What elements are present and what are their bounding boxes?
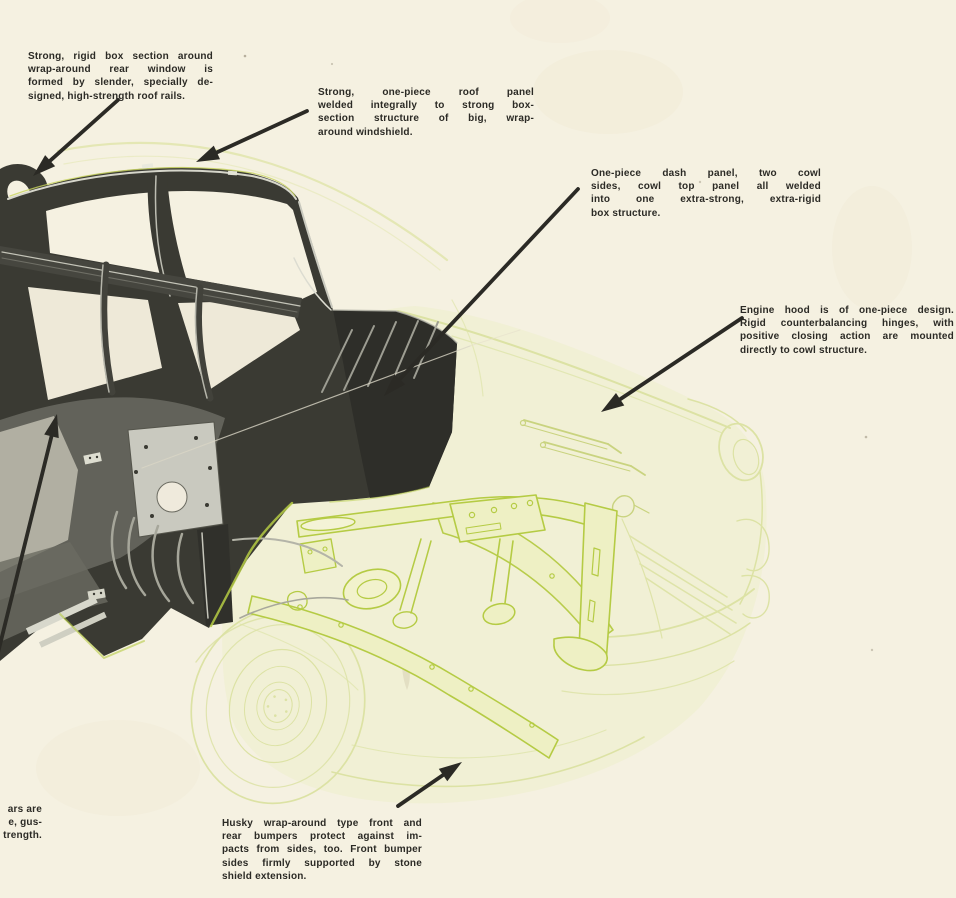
annotation-line: ars are (7, 804, 42, 815)
annotation-line: Engine hood is of one-piece design. (740, 305, 954, 316)
annotation-line: wrap-around rear window is (28, 64, 213, 76)
annotation-line: positive closing action are mounted (740, 331, 954, 343)
annotation-line: around windshield. (318, 126, 413, 138)
annotation-engine-hood: Engine hood is of one-piece design. Rigid… (740, 304, 954, 357)
annotation-line: sides, cowl top panel all welded (591, 181, 821, 193)
annotation-line: trength. (3, 830, 42, 842)
annotation-line: pacts from sides, too. Front bumper (222, 844, 422, 856)
annotation-line: welded integrally to strong box- (318, 100, 534, 112)
annotation-line: One-piece dash panel, two cowl (591, 168, 821, 179)
annotation-line: Strong, rigid box section around (28, 51, 213, 62)
annotation-line: signed, high-strength roof rails. (28, 90, 186, 102)
annotation-line: Rigid counterbalancing hinges, with (740, 318, 954, 330)
annotation-line: e, gus- (8, 817, 42, 829)
annotation-line: into one extra-strong, extra-rigid (591, 194, 821, 206)
annotation-line: formed by slender, specially de- (28, 77, 213, 89)
annotation-dash-panel: One-piece dash panel, two cowl sides, cow… (591, 167, 821, 220)
annotation-bumpers: Husky wrap-around type front and rear bum… (222, 817, 422, 883)
annotation-pillars-cropped: ars are e, gus-trength. (0, 803, 42, 843)
annotation-line: Strong, one-piece roof panel (318, 87, 534, 98)
annotation-line: box structure. (591, 207, 661, 219)
annotation-line: shield extension. (222, 870, 307, 882)
annotation-line: Husky wrap-around type front and (222, 818, 422, 829)
annotation-line: section structure of big, wrap- (318, 113, 534, 125)
annotation-line: sides firmly supported by stone (222, 857, 422, 869)
annotation-line: directly to cowl structure. (740, 344, 868, 356)
annotation-roof-panel: Strong, one-piece roof panel welded integ… (318, 86, 534, 139)
annotation-line: rear bumpers protect against im- (222, 831, 422, 843)
annotation-rear-window: Strong, rigid box section around wrap-aro… (28, 50, 213, 103)
